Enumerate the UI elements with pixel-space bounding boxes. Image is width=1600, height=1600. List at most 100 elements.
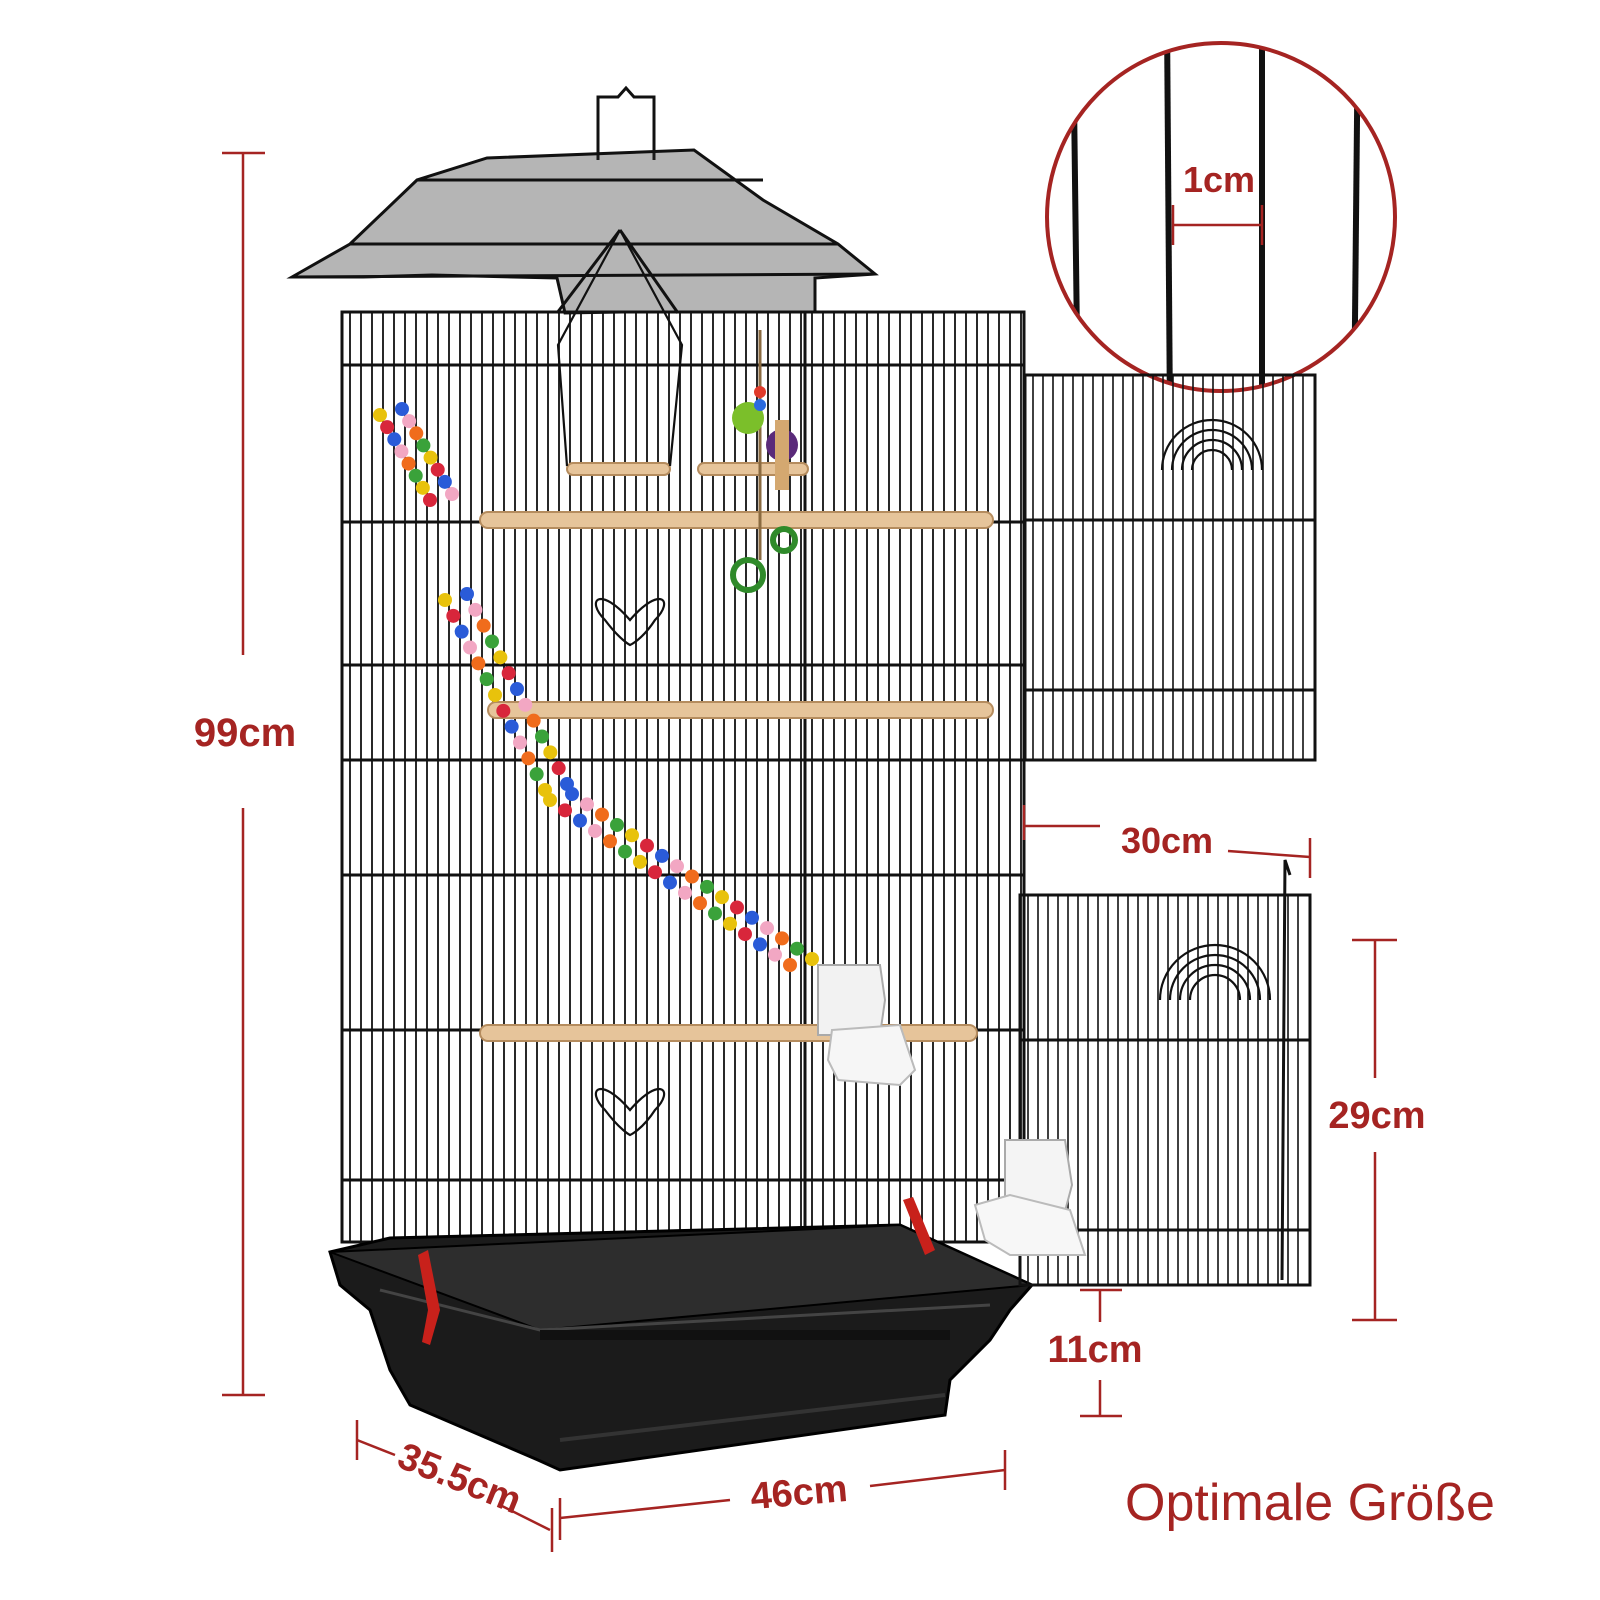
bead — [738, 927, 752, 942]
height-label: 99cm — [194, 711, 296, 755]
bead — [476, 618, 491, 633]
bead — [504, 719, 519, 734]
width-label: 46cm — [749, 1468, 849, 1518]
bead — [409, 426, 424, 441]
bead — [529, 767, 544, 782]
bead — [618, 844, 632, 859]
bead — [768, 947, 782, 962]
bead — [463, 640, 477, 655]
lower-door — [1018, 859, 1312, 1287]
bead — [760, 921, 774, 936]
bar-spacing-label: 1cm — [1183, 159, 1255, 200]
cage — [286, 85, 1036, 1472]
bead — [640, 838, 654, 853]
bead-ladder — [373, 402, 819, 972]
bead — [493, 650, 508, 665]
bead — [573, 813, 587, 828]
bead — [648, 865, 662, 880]
bead — [526, 713, 541, 728]
hanging-toy — [730, 330, 798, 593]
bead — [510, 682, 524, 696]
bead — [783, 958, 797, 972]
bead — [395, 402, 409, 416]
bead — [415, 480, 430, 495]
bead — [471, 656, 486, 671]
bead — [580, 797, 594, 812]
upper-door — [1023, 373, 1317, 762]
cage-bars — [349, 312, 1022, 1242]
bead — [496, 703, 511, 718]
bead — [551, 761, 566, 776]
heart-decoration — [594, 598, 666, 647]
depth-label: 35.5cm — [392, 1435, 527, 1522]
bead — [610, 817, 624, 832]
perch — [479, 511, 994, 529]
bead — [430, 462, 445, 477]
bead — [678, 885, 692, 900]
bead — [485, 634, 499, 649]
bead — [685, 869, 699, 884]
bead — [479, 672, 494, 687]
feeder-in-cage — [817, 964, 917, 1087]
bead — [700, 879, 714, 894]
bead — [708, 906, 722, 921]
bead — [535, 729, 549, 744]
tray-height-dimension: 11cm — [1047, 1288, 1143, 1418]
bead — [595, 807, 609, 822]
bead — [775, 931, 789, 946]
bead — [790, 941, 804, 956]
bar-spacing-zoom: 1cm — [1045, 41, 1397, 393]
door-height-label: 29cm — [1328, 1095, 1425, 1137]
bead — [730, 900, 744, 915]
bead — [588, 823, 602, 838]
bead — [753, 937, 767, 952]
bead — [693, 896, 707, 911]
bead — [663, 875, 677, 890]
bead — [603, 834, 617, 849]
bead — [460, 587, 474, 601]
door-width-dimension: 30cm — [1022, 805, 1312, 878]
bead — [518, 697, 533, 712]
bead — [438, 593, 452, 607]
door-height-dimension: 29cm — [1328, 938, 1426, 1322]
bead — [401, 456, 416, 471]
tray-clip — [903, 1197, 935, 1255]
bead — [625, 828, 639, 843]
caption: Optimale Größe — [1125, 1474, 1495, 1532]
bead — [633, 854, 647, 869]
bead — [387, 432, 402, 447]
tray-clip — [418, 1250, 440, 1345]
bead — [408, 468, 423, 483]
bead — [373, 408, 387, 422]
toy-perch — [697, 462, 809, 476]
tray-height-label: 11cm — [1047, 1329, 1142, 1371]
bead — [655, 848, 669, 863]
bead — [454, 624, 469, 639]
cage-handle — [596, 85, 656, 160]
bead — [543, 745, 558, 760]
bead — [805, 952, 819, 966]
bead — [745, 910, 759, 925]
bead — [416, 438, 431, 453]
heart-decoration — [594, 1088, 666, 1137]
base-tray — [328, 1197, 1036, 1472]
bead — [394, 444, 409, 459]
bead — [565, 787, 579, 801]
bead — [402, 414, 417, 429]
bead — [670, 859, 684, 874]
bead — [380, 420, 395, 435]
bead — [446, 608, 461, 623]
bead — [437, 474, 452, 489]
bead — [558, 803, 572, 818]
bead — [723, 916, 737, 931]
swing-perch — [566, 462, 671, 476]
bead — [543, 793, 557, 807]
bead — [488, 688, 502, 702]
height-dimension: 99cm — [194, 151, 296, 1397]
feeder-outside — [973, 1139, 1087, 1256]
bead — [513, 735, 527, 750]
width-dimension: 46cm — [558, 1450, 1007, 1540]
bead — [715, 890, 729, 905]
bead — [501, 666, 516, 681]
